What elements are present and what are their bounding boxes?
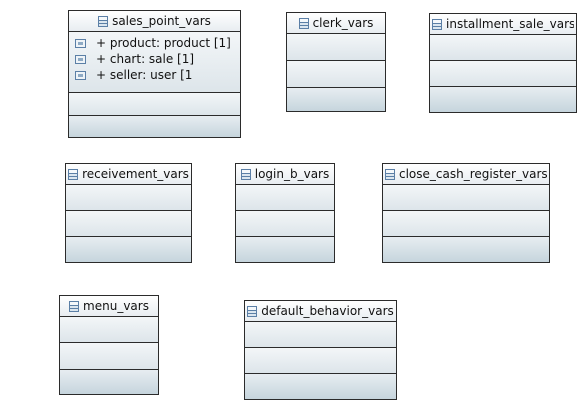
class-close-cash-register-vars[interactable]: close_cash_register_vars	[382, 163, 550, 263]
class-icon	[68, 168, 79, 180]
operation-compartment	[245, 348, 396, 374]
class-icon	[98, 15, 109, 27]
class-name: receivement_vars	[82, 167, 189, 181]
class-header: clerk_vars	[287, 13, 385, 34]
class-icon	[247, 305, 258, 317]
attribute-row[interactable]: + product: product [1]	[69, 35, 240, 51]
attribute-compartment	[430, 35, 576, 61]
operation-compartment	[430, 61, 576, 87]
class-header: close_cash_register_vars	[383, 164, 549, 185]
attribute-text: + seller: user [1	[96, 68, 193, 82]
class-name: clerk_vars	[312, 16, 374, 30]
operation-compartment	[69, 93, 240, 116]
attribute-icon	[75, 38, 86, 48]
attribute-compartment	[66, 185, 191, 211]
class-clerk-vars[interactable]: clerk_vars	[286, 12, 386, 112]
extra-compartment	[383, 237, 549, 262]
operation-compartment	[66, 211, 191, 237]
class-login-b-vars[interactable]: login_b_vars	[235, 163, 335, 263]
class-header: receivement_vars	[66, 164, 191, 185]
class-installment-sale-vars[interactable]: installment_sale_vars	[429, 13, 577, 113]
class-icon	[69, 300, 80, 312]
operation-compartment	[236, 211, 334, 237]
attribute-compartment	[236, 185, 334, 211]
class-icon	[298, 17, 309, 29]
class-header: menu_vars	[60, 296, 158, 317]
extra-compartment	[245, 374, 396, 399]
attribute-icon	[75, 70, 86, 80]
class-header: sales_point_vars	[69, 11, 240, 32]
extra-compartment	[66, 237, 191, 262]
class-icon	[432, 18, 442, 30]
attribute-icon	[75, 54, 86, 64]
class-icon	[385, 168, 395, 180]
operation-compartment	[60, 343, 158, 370]
extra-compartment	[60, 370, 158, 394]
attribute-row[interactable]: + seller: user [1	[69, 67, 240, 83]
attribute-compartment	[383, 185, 549, 211]
attribute-compartment	[287, 34, 385, 61]
class-sales-point-vars[interactable]: sales_point_vars + product: product [1] …	[68, 10, 241, 138]
class-menu-vars[interactable]: menu_vars	[59, 295, 159, 395]
class-name: close_cash_register_vars	[399, 167, 547, 181]
class-header: default_behavior_vars	[245, 301, 396, 322]
class-default-behavior-vars[interactable]: default_behavior_vars	[244, 300, 397, 400]
extra-compartment	[287, 88, 385, 111]
class-name: sales_point_vars	[112, 14, 211, 28]
attribute-row[interactable]: + chart: sale [1]	[69, 51, 240, 67]
extra-compartment	[236, 237, 334, 262]
class-receivement-vars[interactable]: receivement_vars	[65, 163, 192, 263]
extra-compartment	[430, 87, 576, 112]
class-header: installment_sale_vars	[430, 14, 576, 35]
extra-compartment	[69, 116, 240, 137]
attribute-compartment: + product: product [1] + chart: sale [1]…	[69, 32, 240, 93]
attribute-compartment	[245, 322, 396, 348]
class-name: default_behavior_vars	[261, 304, 394, 318]
class-header: login_b_vars	[236, 164, 334, 185]
operation-compartment	[383, 211, 549, 237]
attribute-text: + chart: sale [1]	[96, 52, 195, 66]
attribute-compartment	[60, 317, 158, 343]
attribute-text: + product: product [1]	[96, 36, 231, 50]
class-name: menu_vars	[83, 299, 149, 313]
class-name: installment_sale_vars	[446, 17, 574, 31]
operation-compartment	[287, 61, 385, 88]
class-icon	[240, 168, 251, 180]
class-name: login_b_vars	[254, 167, 330, 181]
